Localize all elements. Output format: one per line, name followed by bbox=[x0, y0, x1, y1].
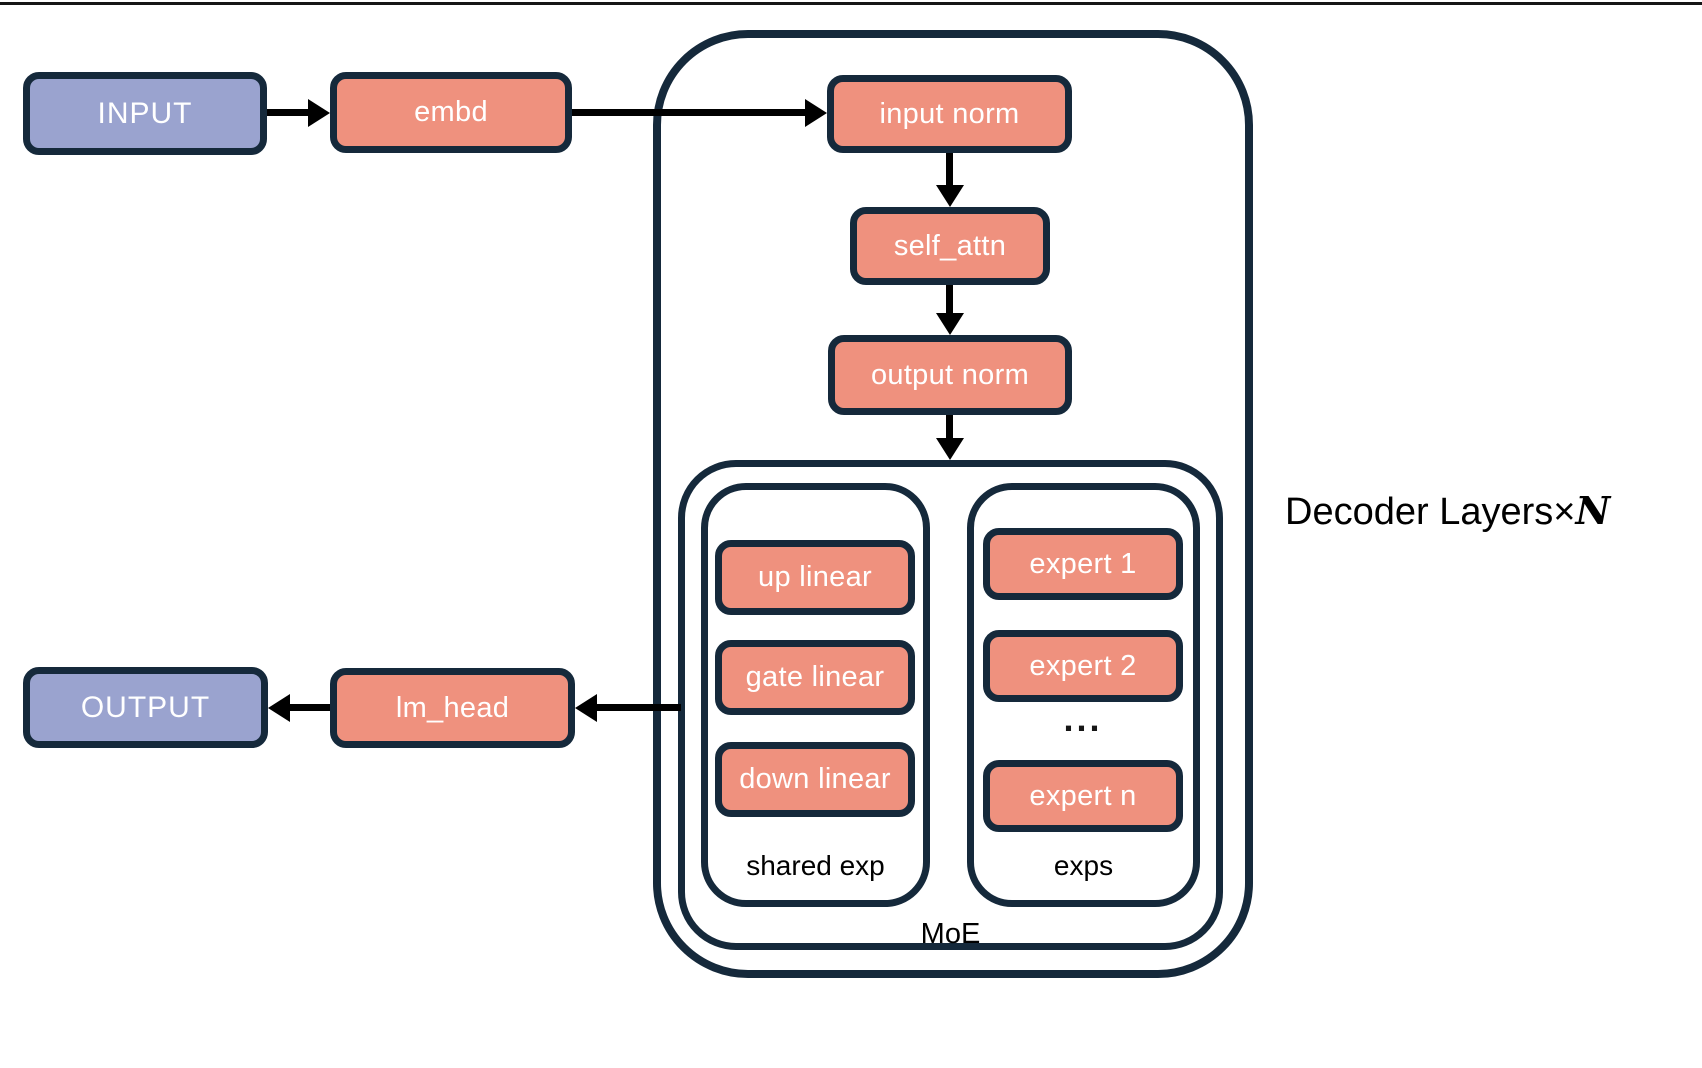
up-linear-box: up linear bbox=[715, 540, 915, 615]
down-linear-box: down linear bbox=[715, 742, 915, 817]
shared-exp-label: shared exp bbox=[746, 850, 885, 881]
times-symbol: × bbox=[1553, 491, 1576, 533]
gate-linear-box: gate linear bbox=[715, 640, 915, 715]
arrow-lm-head-to-output bbox=[289, 704, 330, 711]
shared-exp-container bbox=[701, 483, 930, 907]
input-box: INPUT bbox=[23, 72, 267, 155]
expert-n-box: expert n bbox=[983, 760, 1183, 832]
embd-box: embd bbox=[330, 72, 572, 153]
output-norm-box: output norm bbox=[828, 335, 1072, 415]
n-symbol: N bbox=[1575, 488, 1611, 533]
input-norm-box: input norm bbox=[827, 75, 1072, 153]
exps-container bbox=[967, 483, 1200, 907]
arrow-self-attn-to-output-norm bbox=[946, 285, 953, 314]
arrow-output-norm-to-moe bbox=[946, 415, 953, 439]
moe-container bbox=[678, 460, 1223, 950]
arrow-input-to-embd bbox=[267, 109, 309, 116]
decoder-layers-caption: Decoder Layers×N bbox=[1285, 488, 1610, 534]
output-box: OUTPUT bbox=[23, 667, 268, 748]
self-attn-box: self_attn bbox=[850, 207, 1050, 285]
moe-label: MoE bbox=[920, 918, 981, 950]
arrow-embd-to-input-norm bbox=[572, 109, 806, 116]
decoder-layers-container bbox=[653, 30, 1253, 978]
ellipsis-label: ... bbox=[1063, 698, 1103, 739]
arrow-moe-to-lm-head bbox=[596, 704, 681, 711]
decoder-layers-caption-text: Decoder Layers bbox=[1285, 491, 1554, 533]
exps-label: exps bbox=[1053, 850, 1114, 881]
arrow-input-norm-to-self-attn bbox=[946, 153, 953, 186]
expert-2-box: expert 2 bbox=[983, 630, 1183, 702]
top-border-line bbox=[0, 2, 1702, 5]
expert-1-box: expert 1 bbox=[983, 528, 1183, 600]
lm-head-box: lm_head bbox=[330, 668, 575, 748]
